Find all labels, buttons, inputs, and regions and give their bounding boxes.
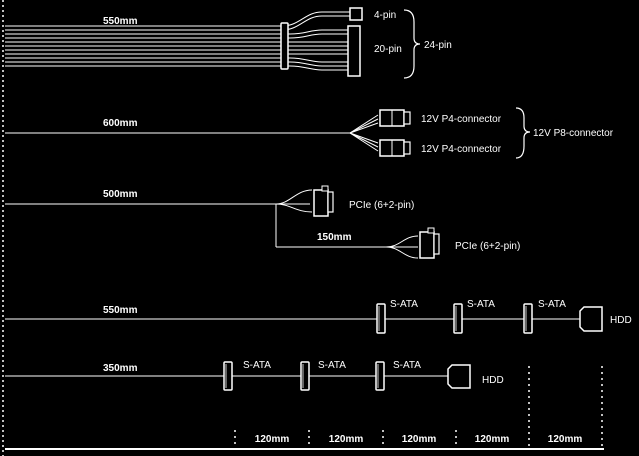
sata550-connector-2 xyxy=(453,303,463,334)
pcie-branch-length-label: 150mm xyxy=(317,232,352,243)
sata350-length-label: 350mm xyxy=(103,363,138,374)
atx-24pin-label: 24-pin xyxy=(424,40,452,51)
scale-ticks xyxy=(234,366,603,449)
pcie-connector-2 xyxy=(419,227,440,259)
sata350-connector-1-label: S-ATA xyxy=(243,360,271,371)
eps-length-label: 600mm xyxy=(103,118,138,129)
pcie-connector-1-label: PCIe (6+2-pin) xyxy=(349,200,414,211)
sata550-connector-1 xyxy=(376,303,386,334)
pcie-cable: 500mm PCIe (6+2-pin) 150mm PCIe (6+2-pin… xyxy=(5,185,520,259)
scale-segment-2-label: 120mm xyxy=(329,434,364,445)
sata550-connector-1-label: S-ATA xyxy=(390,299,418,310)
atx-20pin-connector xyxy=(347,25,361,77)
scale-segment-4-label: 120mm xyxy=(475,434,510,445)
sata350-connector-ribs xyxy=(225,364,379,388)
scale-segment-1-label: 120mm xyxy=(255,434,290,445)
sata550-length-label: 550mm xyxy=(103,305,138,316)
sata350-hdd-label: HDD xyxy=(482,375,504,386)
atx24-sleeve-clamp xyxy=(280,22,289,70)
pcie-wires xyxy=(5,189,419,259)
sata350-cable: 350mm S-ATA S-ATA S-ATA HDD xyxy=(5,360,504,391)
pcie-connector-1 xyxy=(313,185,334,217)
eps-cable: 600mm 12V P4-connector 12V P4-connector … xyxy=(5,107,614,159)
scale-segment-3-label: 120mm xyxy=(402,434,437,445)
eps-p4-bottom-label: 12V P4-connector xyxy=(421,144,502,155)
eps-p4-top-connector xyxy=(379,109,411,127)
atx24-brace xyxy=(403,9,421,79)
sata350-connector-3 xyxy=(375,361,385,391)
atx-4pin-connector xyxy=(349,7,363,21)
eps-p4-bottom-connector xyxy=(379,139,411,157)
eps-wires xyxy=(5,114,379,152)
atx24-wire-bundle xyxy=(5,11,350,71)
pcie-connector-2-label: PCIe (6+2-pin) xyxy=(455,241,520,252)
sata350-hdd-connector xyxy=(447,364,471,389)
sata550-connector-ribs xyxy=(378,306,527,331)
sata550-connector-2-label: S-ATA xyxy=(467,299,495,310)
sata550-hdd-connector xyxy=(579,306,603,332)
length-scale: 120mm 120mm 120mm 120mm 120mm xyxy=(5,366,604,450)
sata550-cable: 550mm S-ATA S-ATA S-ATA HDD xyxy=(5,299,632,334)
sata550-hdd-label: HDD xyxy=(610,315,632,326)
pcie-length-label: 500mm xyxy=(103,189,138,200)
sata550-connector-3 xyxy=(523,303,533,334)
atx-4pin-label: 4-pin xyxy=(374,10,396,21)
sata550-connector-3-label: S-ATA xyxy=(538,299,566,310)
sata350-connector-2 xyxy=(300,361,310,391)
eps-p4-top-label: 12V P4-connector xyxy=(421,114,502,125)
eps-brace xyxy=(515,107,531,159)
eps-p8-label: 12V P8-connector xyxy=(533,128,614,139)
sata350-connector-1 xyxy=(223,361,233,391)
scale-segment-5-label: 120mm xyxy=(548,434,583,445)
atx24-cable: 550mm 4-pin 20-pin 24-pin xyxy=(5,7,452,79)
sata350-connector-3-label: S-ATA xyxy=(393,360,421,371)
sata350-connector-2-label: S-ATA xyxy=(318,360,346,371)
atx24-length-label: 550mm xyxy=(103,16,138,27)
atx-20pin-label: 20-pin xyxy=(374,44,402,55)
